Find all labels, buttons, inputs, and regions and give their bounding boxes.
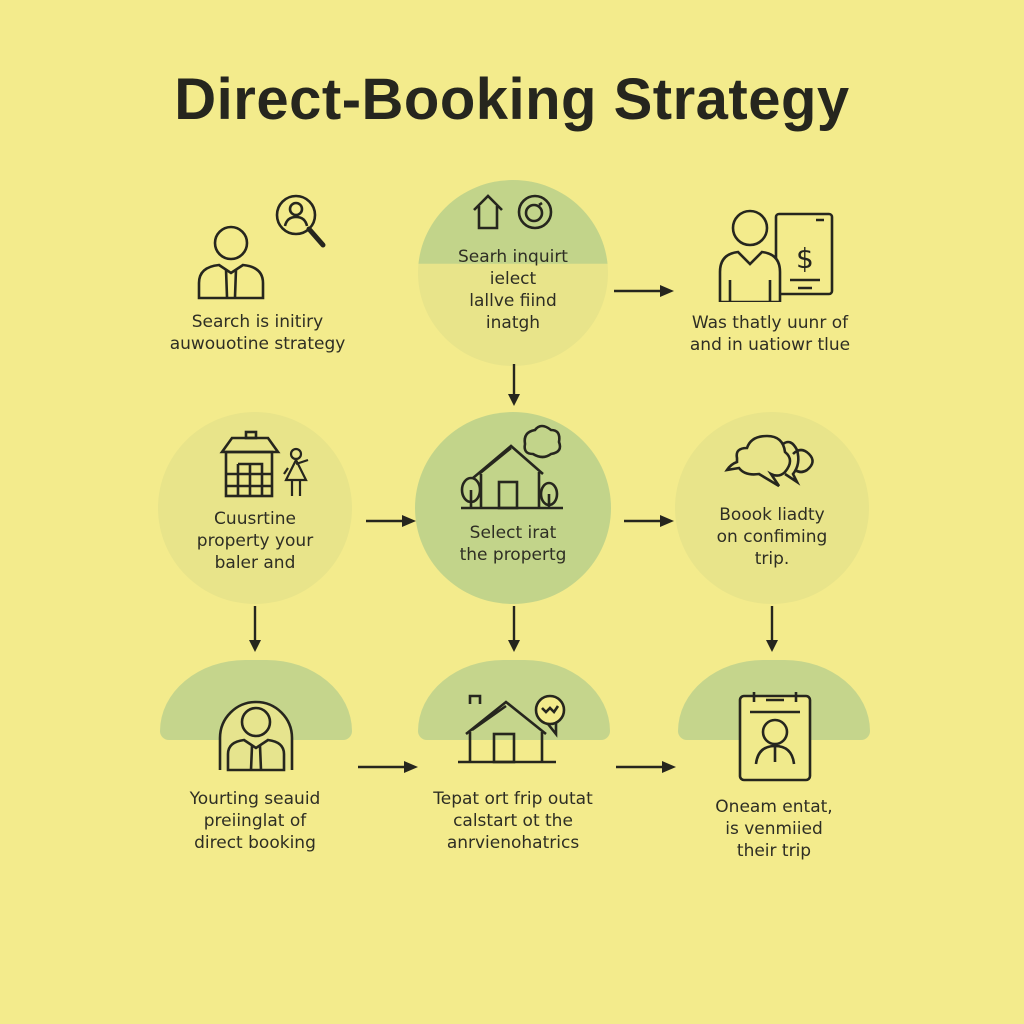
step-label: Was thatly uunr of and in uatiowr tlue: [689, 313, 851, 355]
step-2: Searh inquirt ielect lallve fiind inatgh: [418, 180, 610, 370]
arrow-right-8-9: [614, 758, 678, 776]
step-label: Searh inquirt ielect lallve fiind inatgh: [458, 247, 568, 333]
step-3: $ Was thatly uunr of and in uatiowr tlue: [680, 200, 880, 370]
speech-bubble-icon: [721, 430, 821, 492]
arrow-right-5-6: [622, 512, 676, 530]
arrow-right-2-3: [612, 282, 676, 300]
contact-card-icon: [738, 690, 812, 782]
step-label: Boook liadty on confiming trip.: [716, 505, 828, 569]
step-1: Search is initiry auwouotine strategy: [150, 185, 370, 365]
search-user-icon: [272, 193, 330, 257]
step-9: Oneam entat, is venmiied their trip: [678, 660, 870, 861]
person-icon: [195, 221, 267, 301]
step-7: Yourting seauid preiinglat of direct boo…: [160, 660, 352, 860]
step-4: Cuusrtine property your baler and: [158, 412, 354, 604]
home-icon: [470, 192, 506, 232]
step-label: Yourting seauid preiinglat of direct boo…: [189, 789, 321, 853]
person-waving-icon: [282, 446, 312, 498]
user-profile-icon: [214, 694, 298, 778]
arrow-right-7-8: [356, 758, 420, 776]
svg-text:$: $: [796, 242, 814, 275]
house-with-trees-icon: [459, 424, 569, 514]
instagram-icon: [517, 194, 553, 230]
page-title: Direct-Booking Strategy: [174, 67, 850, 132]
arrow-down-6-9: [763, 604, 781, 654]
arrow-down-4-7: [246, 604, 264, 654]
step-label: Cuusrtine property your baler and: [196, 509, 314, 573]
house-with-chat-icon: [456, 690, 572, 766]
step-5: Select irat the propertg: [415, 412, 611, 604]
arrow-down-5-8: [505, 604, 523, 654]
arrow-right-4-5: [364, 512, 418, 530]
step-label: Tepat ort frip outat calstart ot the anr…: [433, 789, 593, 853]
step-label: Select irat the propertg: [459, 523, 567, 565]
arrow-down-2-5: [505, 362, 523, 408]
person-with-payment-icon: $: [716, 206, 840, 302]
step-6: Boook liadty on confiming trip.: [675, 412, 871, 604]
building-icon: [218, 430, 282, 500]
step-label: Oneam entat, is venmiied their trip: [715, 797, 833, 861]
step-label: Search is initiry auwouotine strategy: [169, 312, 346, 354]
step-8: Tepat ort frip outat calstart ot the anr…: [418, 660, 610, 860]
